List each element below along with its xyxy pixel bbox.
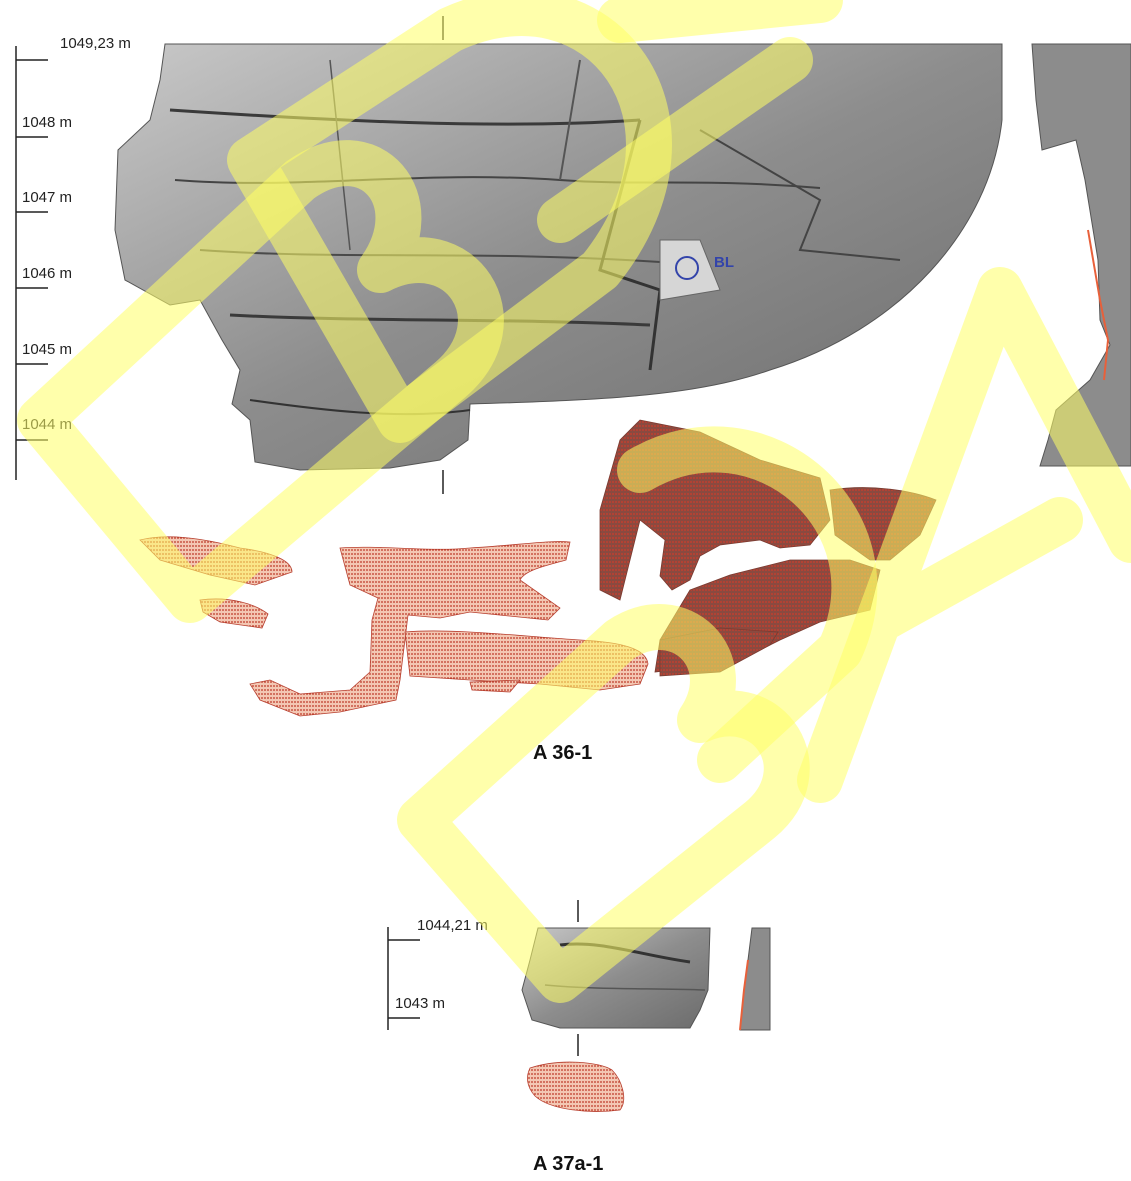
scale-top-label: 1049,23 m (60, 35, 131, 52)
scale-label-1048: 1048 m (22, 114, 73, 131)
rock-relief-a36 (114, 43, 1003, 471)
bl-marker-icon (675, 256, 699, 280)
bl-marker-label: BL (714, 254, 734, 271)
scale-label-1046: 1046 m (22, 265, 73, 282)
caption-a36: A 36-1 (533, 742, 593, 764)
scale-bar-a37a (387, 927, 420, 1030)
scale-top-label-a37a: 1044,21 m (417, 917, 488, 934)
dressing-traces-a36 (139, 419, 937, 717)
scale-bar-a36 (15, 46, 48, 480)
scale-label-1043: 1043 m (395, 995, 446, 1012)
profile-section-a37a (739, 927, 771, 1031)
profile-section-a36 (1031, 43, 1131, 467)
dressing-traces-a37a (527, 1061, 625, 1112)
rock-relief-a37a (521, 927, 711, 1029)
scale-label-1045: 1045 m (22, 341, 73, 358)
scale-label-1047: 1047 m (22, 189, 73, 206)
scale-label-1044: 1044 m (22, 416, 73, 433)
caption-a37a: A 37a-1 (533, 1153, 604, 1175)
